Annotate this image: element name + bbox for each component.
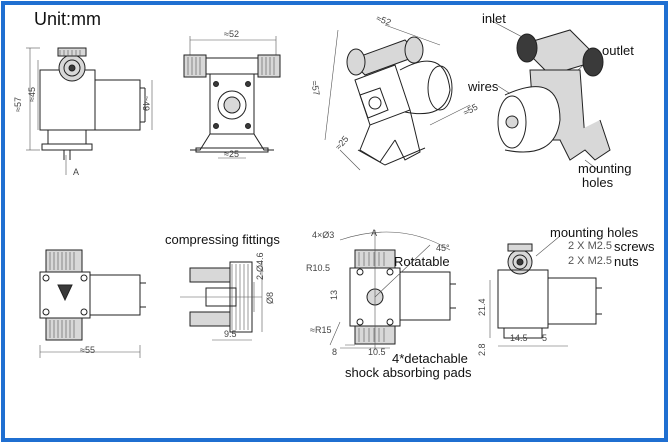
inlet-label: inlet bbox=[482, 11, 506, 26]
dim-10-5: 10.5 bbox=[368, 347, 386, 357]
dim-52-front: ≈52 bbox=[224, 29, 239, 39]
dim-21-4: 21.4 bbox=[477, 298, 487, 316]
screws-label: screws bbox=[614, 239, 655, 254]
dim-49: ≈49 bbox=[141, 96, 151, 111]
mounting-holes-title: mounting holes bbox=[550, 225, 639, 240]
dim-57-left: ≈57 bbox=[13, 97, 23, 112]
top-view-rotatable-drawing bbox=[329, 230, 456, 350]
rotatable-label: Rotatable bbox=[394, 254, 450, 269]
dim-holes: 4×Ø3 bbox=[312, 230, 335, 240]
dim-57-iso: ≈57 bbox=[309, 79, 322, 97]
pads-label-line1: 4*detachable bbox=[392, 351, 468, 366]
isometric-view-drawing bbox=[324, 24, 471, 171]
dim-25-front: ≈25 bbox=[224, 149, 239, 159]
dim-angle: 45° bbox=[436, 243, 450, 253]
section-a-2: A bbox=[371, 228, 378, 238]
fitting-section-drawing bbox=[180, 261, 263, 341]
mounting-holes-label-line1: mounting bbox=[578, 161, 632, 176]
screws-spec: 2 X M2.5 bbox=[568, 240, 613, 252]
compressing-fittings-label: compressing fittings bbox=[165, 232, 280, 247]
side-view-mounting-drawing bbox=[489, 235, 602, 347]
dim-55-bottom: ≈55 bbox=[80, 345, 95, 355]
side-view-drawing bbox=[26, 47, 153, 175]
unit-title: Unit:mm bbox=[34, 9, 101, 29]
front-view-drawing bbox=[183, 36, 281, 159]
pads-label-line2: shock absorbing pads bbox=[345, 365, 472, 380]
dim-45: ≈45 bbox=[27, 87, 37, 102]
dim-8b: 8 bbox=[332, 347, 338, 357]
dim-8: Ø8 bbox=[265, 291, 275, 304]
outlet-label: outlet bbox=[602, 43, 634, 58]
dim-r10-5: R10.5 bbox=[306, 263, 331, 273]
wires-label: wires bbox=[468, 79, 499, 94]
dim-2-8: 2.8 bbox=[477, 343, 487, 356]
section-a-1: A bbox=[73, 167, 80, 177]
dim-13: 13 bbox=[329, 289, 339, 300]
dim-14-5: 14.5 bbox=[510, 333, 528, 343]
rendered-pump-drawing bbox=[489, 19, 611, 171]
mounting-holes-label-line2: holes bbox=[582, 175, 614, 190]
dim-4-6: 2-Ø4.6 bbox=[255, 252, 265, 280]
dim-r15: ≈R15 bbox=[310, 325, 332, 335]
dim-9-5: 9.5 bbox=[224, 329, 237, 339]
nuts-label: nuts bbox=[614, 254, 639, 269]
bottom-view-drawing bbox=[39, 249, 146, 358]
nuts-spec: 2 X M2.5 bbox=[568, 255, 613, 267]
dim-5: 5 bbox=[542, 333, 548, 343]
